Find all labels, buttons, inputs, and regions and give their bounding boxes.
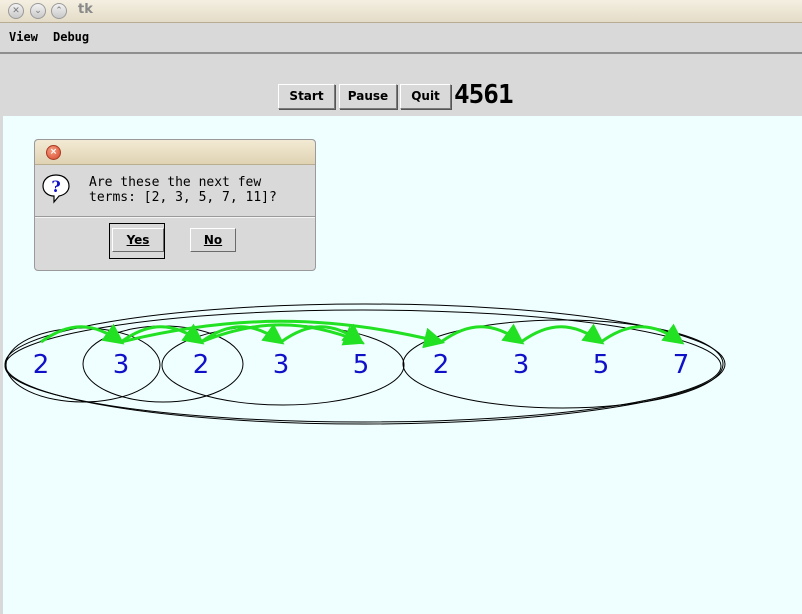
start-button[interactable]: Start [278, 84, 335, 109]
sequence-term: 3 [273, 350, 290, 380]
close-window-icon[interactable]: ✕ [8, 3, 24, 19]
quit-button[interactable]: Quit [400, 84, 451, 109]
window-titlebar: ✕ ⌄ ⌃ tk [0, 0, 802, 23]
yes-button[interactable]: Yes [112, 228, 164, 252]
dialog-separator [35, 216, 315, 218]
dialog-message: Are these the next few terms: [2, 3, 5, … [89, 175, 277, 205]
sequence-term: 3 [113, 350, 130, 380]
window-title: tk [78, 2, 93, 17]
menu-debug[interactable]: Debug [53, 30, 90, 44]
sequence-term: 2 [433, 350, 450, 380]
sequence-term: 2 [193, 350, 210, 380]
dialog-titlebar: × [35, 140, 315, 165]
dialog-close-icon[interactable]: × [46, 145, 61, 160]
transition-arrow [40, 323, 125, 345]
pause-button[interactable]: Pause [339, 84, 397, 109]
confirm-dialog: × ? Are these the next few terms: [2, 3,… [34, 139, 316, 271]
dialog-message-line1: Are these the next few [89, 175, 262, 190]
transition-arrow [120, 323, 205, 345]
transition-arrow [520, 323, 605, 345]
svg-text:?: ? [51, 177, 60, 196]
sequence-term: 2 [33, 350, 50, 380]
transition-arrow [200, 323, 285, 345]
transition-arrow [600, 323, 685, 345]
sequence-term: 3 [513, 350, 530, 380]
default-button-ring [109, 223, 165, 259]
minimize-window-icon[interactable]: ⌄ [30, 3, 46, 19]
grouping-ellipse [402, 319, 724, 409]
question-icon: ? [42, 174, 70, 204]
grouping-ellipse [4, 309, 722, 423]
menu-view[interactable]: View [9, 30, 38, 44]
sequence-term: 7 [673, 350, 690, 380]
grouping-ellipse [82, 325, 244, 403]
transition-arrow [200, 323, 365, 346]
transition-arrow [440, 323, 525, 345]
maximize-window-icon[interactable]: ⌃ [51, 3, 67, 19]
dialog-message-line2: terms: [2, 3, 5, 7, 11]? [89, 190, 277, 205]
no-button[interactable]: No [190, 228, 236, 252]
sequence-term: 5 [353, 350, 370, 380]
step-counter: 4561 [454, 80, 514, 110]
sequence-term: 5 [593, 350, 610, 380]
menubar: View Debug [0, 23, 802, 54]
sequence-diagram: 2 3 2 3 5 2 3 5 7 [4, 303, 726, 425]
transition-arrow [120, 319, 446, 349]
